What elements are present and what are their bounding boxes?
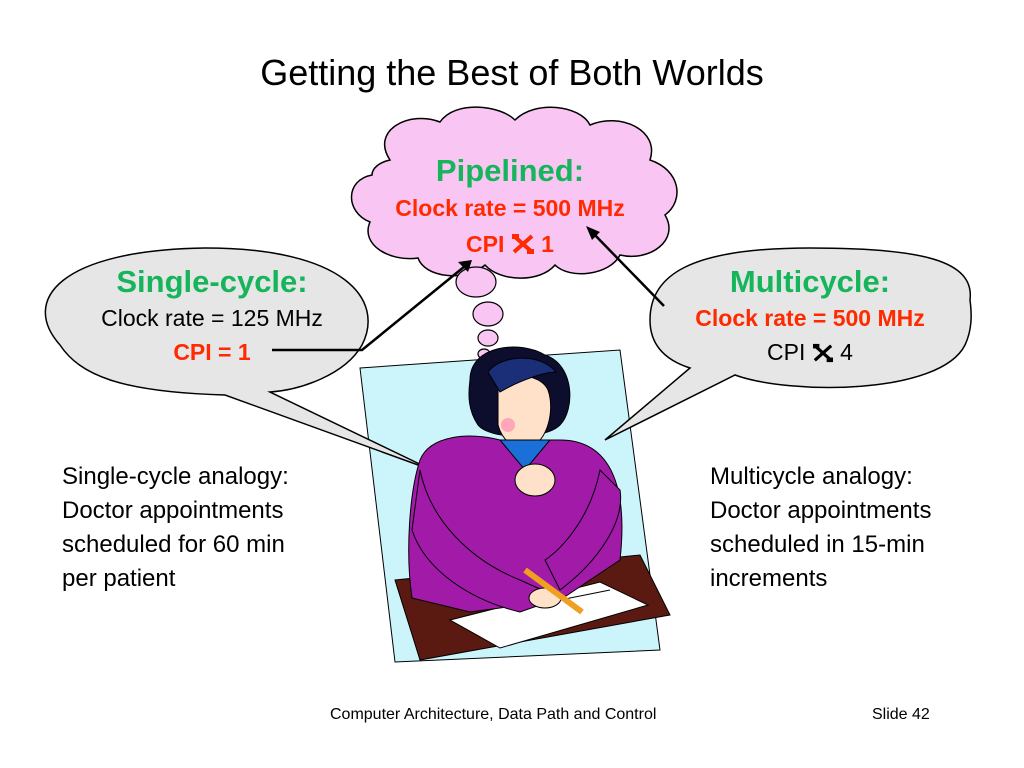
tools-approx-icon <box>812 338 834 372</box>
thought-circle-3 <box>477 329 499 347</box>
multicycle-bubble <box>604 247 972 441</box>
pipelined-cpi-value: 1 <box>541 231 554 257</box>
left-analogy-line-3: scheduled for 60 min <box>62 531 285 558</box>
right-analogy-line-1: Multicycle analogy: <box>710 463 913 490</box>
right-analogy-line-2: Doctor appointments <box>710 497 932 524</box>
single-cycle-cpi: CPI = 1 <box>173 339 251 365</box>
left-analogy-line-1: Single-cycle analogy: <box>62 463 289 490</box>
woman-clipart <box>408 346 623 615</box>
thought-circle-1 <box>455 266 497 298</box>
multicycle-analogy: Multicycle analogy: Doctor appointments … <box>710 460 1010 596</box>
single-cycle-bubble <box>44 247 433 471</box>
right-analogy-line-4: increments <box>710 565 828 592</box>
slide-title: Getting the Best of Both Worlds <box>260 52 764 93</box>
left-analogy-line-2: Doctor appointments <box>62 497 284 524</box>
tools-approx-icon <box>511 229 535 265</box>
single-cycle-text: Single-cycle: Clock rate = 125 MHz CPI =… <box>62 263 362 369</box>
right-analogy-line-3: scheduled in 15-min <box>710 531 925 558</box>
single-cycle-clock: Clock rate = 125 MHz <box>101 305 323 331</box>
left-analogy-line-4: per patient <box>62 565 176 592</box>
multicycle-heading: Multicycle: <box>729 264 891 299</box>
pipelined-clock: Clock rate = 500 MHz <box>395 195 625 221</box>
pipelined-heading: Pipelined: <box>435 153 585 188</box>
multicycle-cpi-value: 4 <box>840 339 853 365</box>
single-cycle-analogy: Single-cycle analogy: Doctor appointment… <box>62 460 352 596</box>
footer-course-title: Computer Architecture, Data Path and Con… <box>330 706 657 723</box>
pipelined-cpi: CPI 1 <box>355 226 665 265</box>
slide-number: Slide 42 <box>872 706 930 723</box>
multicycle-cpi: CPI 4 <box>655 335 965 372</box>
multicycle-cpi-label: CPI <box>767 339 806 365</box>
pipelined-cpi-label: CPI <box>466 231 505 257</box>
multicycle-text: Multicycle: Clock rate = 500 MHz CPI 4 <box>655 263 965 372</box>
single-cycle-heading: Single-cycle: <box>116 264 308 299</box>
arrow-head-right <box>586 226 600 240</box>
arrow-single-to-pipelined <box>272 261 471 352</box>
multicycle-clock: Clock rate = 500 MHz <box>695 305 925 331</box>
arrow-head-left <box>458 260 472 272</box>
arrow-multi-to-pipelined <box>589 229 665 307</box>
thought-circle-2 <box>472 301 504 327</box>
pipelined-text: Pipelined: Clock rate = 500 MHz CPI 1 <box>355 152 665 265</box>
